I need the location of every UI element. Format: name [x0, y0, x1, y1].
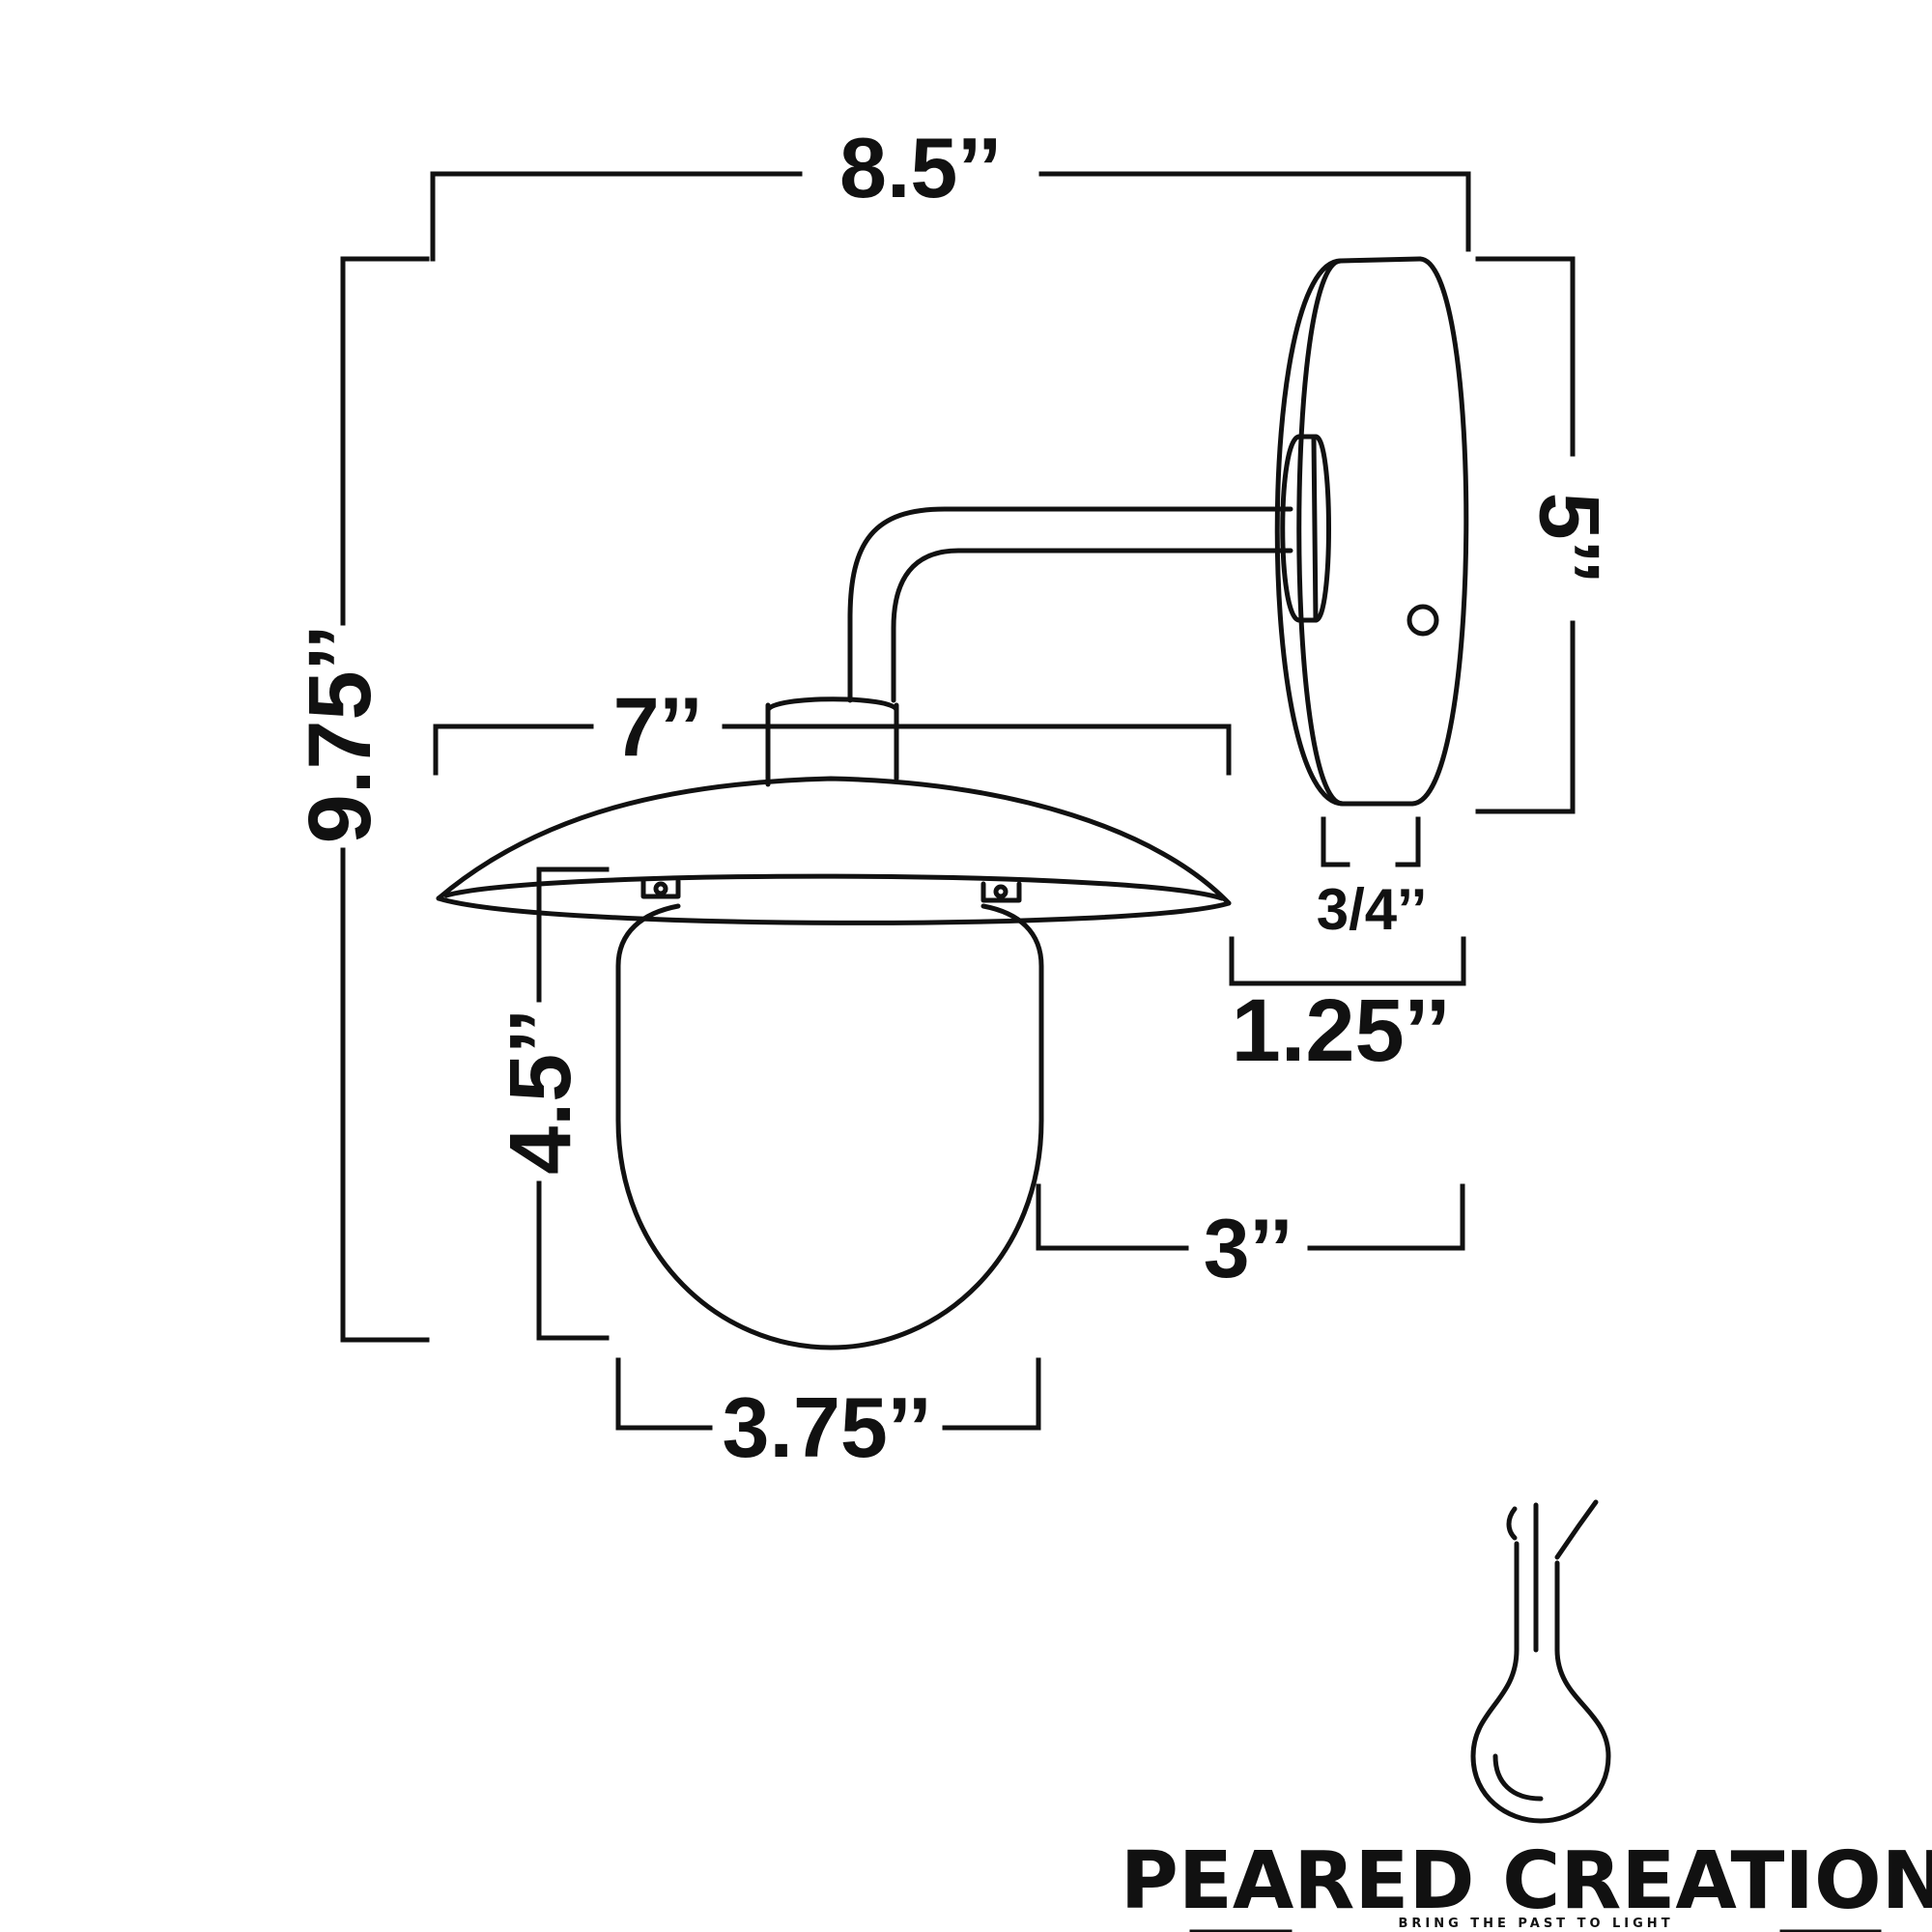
dimension-backplate-depth: 3/4’’ — [1317, 816, 1428, 942]
dimension-shade-width: 7’’ — [433, 681, 1232, 776]
fixture-drawing — [436, 256, 1469, 1350]
dimension-overall-height: 9.75’’ — [291, 256, 430, 1343]
backplate-crossbar — [1280, 434, 1331, 623]
dimension-shade-to-backplate: 1.25’’ — [1229, 936, 1466, 1080]
backplate — [1274, 256, 1469, 807]
globe — [615, 903, 1044, 1350]
shade-to-backplate-label: 1.25’’ — [1232, 981, 1451, 1080]
shade — [436, 776, 1232, 925]
backplate-depth-label: 3/4’’ — [1317, 877, 1428, 942]
globe-to-wall-label: 3’’ — [1204, 1203, 1293, 1295]
overall-width-label: 8.5’’ — [839, 120, 1002, 215]
dimension-globe-width: 3.75’’ — [615, 1357, 1041, 1475]
dimension-backplate-height: 5’’ — [1475, 256, 1618, 814]
dimension-globe-to-wall: 3’’ — [1036, 1183, 1465, 1295]
arm — [847, 506, 1293, 703]
dimension-globe-height: 4.5’’ — [493, 867, 610, 1341]
backplate-height-label: 5’’ — [1522, 493, 1618, 584]
shade-width-label: 7’’ — [613, 681, 702, 774]
shade-collar — [765, 696, 899, 787]
globe-width-label: 3.75’’ — [723, 1379, 932, 1475]
globe-height-label: 4.5’’ — [493, 1009, 589, 1175]
brand-name: PEARED CREATION — [1121, 1835, 1932, 1927]
mounting-screw — [1406, 604, 1439, 637]
brand-tagline: BRING THE PAST TO LIGHT — [1398, 1918, 1674, 1931]
brand-logo: PEARED CREATION — [1121, 1499, 1932, 1932]
globe-clips — [640, 878, 1022, 903]
overall-height-label: 9.75’’ — [291, 625, 389, 844]
pear-bulb-icon — [1470, 1499, 1611, 1824]
dimension-overall-width: 8.5’’ — [430, 120, 1471, 262]
